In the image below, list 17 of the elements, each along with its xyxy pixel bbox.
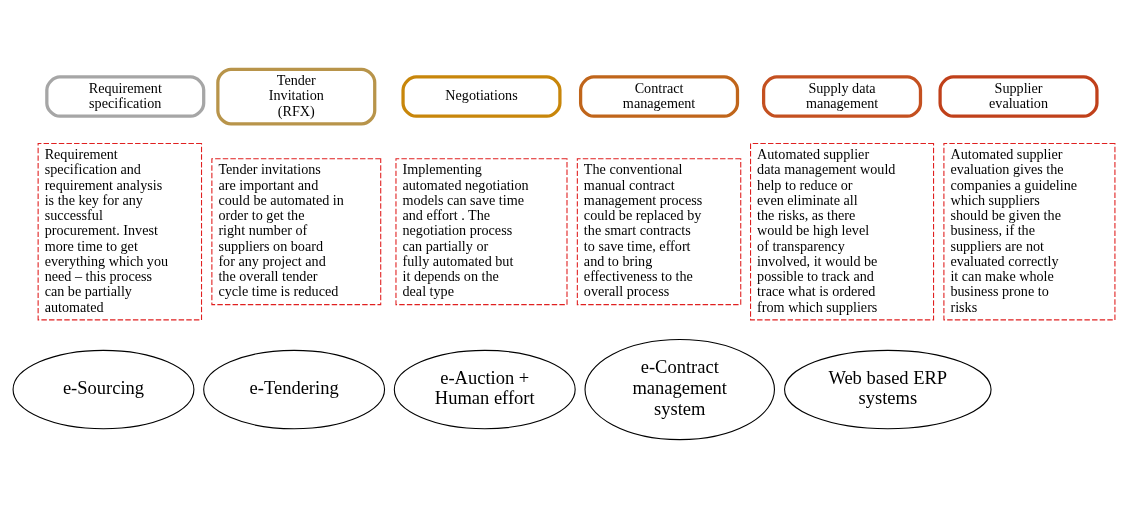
node-box: Requirement specification bbox=[45, 75, 206, 118]
node-ellipse: e-Tendering bbox=[203, 349, 386, 430]
node-box: Automated supplier data management would help to reduce or even eliminate all the risks, as there would be high level of transparency involved, it would be possible to track and trace what is ordered from which suppliers bbox=[750, 142, 935, 321]
node-box: Requirement specification and requirement analysis is the key for any successful procurement. Invest more time to get everything which you need – this process can be partially automated bbox=[37, 142, 203, 321]
node-box: The conventional manual contract management process could be replaced by the smart contracts to save time, effort and to bring effectiveness to the overall process bbox=[576, 158, 742, 306]
node-box: Tender invitations are important and could be automated in order to get the right number of suppliers on board for any project and the overall tender cycle time is reduced bbox=[211, 158, 382, 306]
node-box: Supplier evaluation bbox=[938, 75, 1099, 118]
node-box: Negotiations bbox=[401, 75, 562, 118]
node-box: Supply data management bbox=[762, 75, 923, 118]
node-box: Tender Invitation (RFX) bbox=[216, 67, 377, 126]
node-ellipse: Web based ERP systems bbox=[784, 349, 992, 430]
node-ellipse: e-Contract management system bbox=[584, 339, 775, 441]
node-ellipse: e-Sourcing bbox=[12, 349, 195, 430]
node-box: Implementing automated negotiation models can save time and effort . The negotiation process can partially or fully automated but it depends on the deal type bbox=[395, 158, 568, 306]
node-box: Contract management bbox=[578, 75, 740, 118]
node-ellipse: e-Auction + Human effort bbox=[393, 349, 576, 430]
node-box: Automated supplier evaluation gives the companies a guideline which suppliers should be given the business, if the suppliers are not evaluated correctly it can make whole business prone to risks bbox=[943, 142, 1116, 321]
